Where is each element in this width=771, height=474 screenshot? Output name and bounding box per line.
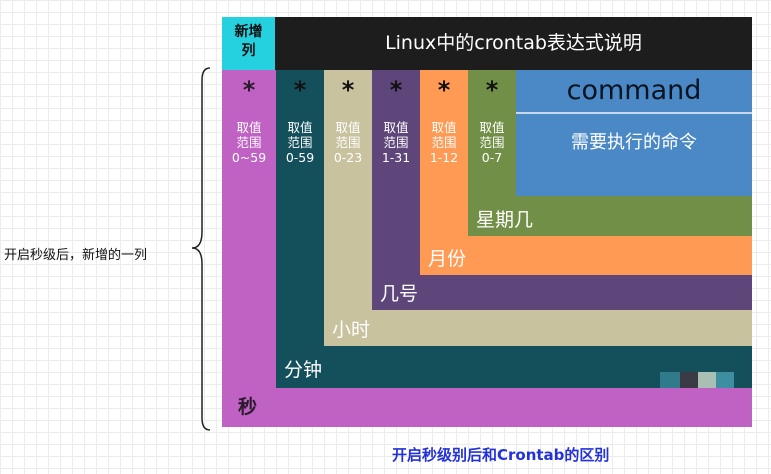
months-label: 月份 [428,248,467,270]
hours-star: * [341,76,355,104]
hours-range: 取值 范围 0-23 [333,120,363,165]
minutes-label: 分钟 [284,359,323,381]
minutes-star: * [293,76,307,104]
hours-label: 小时 [332,319,371,341]
weekday-range: 取值 范围 0-7 [479,120,505,165]
color-swatch-strip [660,372,734,388]
annotation-text: 开启秒级后，新增的一列 [4,248,148,263]
seconds-label: 秒 [238,396,258,418]
curly-brace [191,67,211,431]
command-desc: 需要执行的命令 [571,132,697,153]
new-column-header: 新增 列 [222,17,275,70]
days-range: 取值 范围 1-31 [381,120,411,165]
days-label: 几号 [380,283,419,305]
months-range: 取值 范围 1-12 [429,120,459,165]
caption: 开启秒级别后和Crontab的区别 [392,446,610,464]
weekday-star: * [485,76,499,104]
title-bar: Linux中的crontab表达式说明 [275,17,752,70]
minutes-range: 取值 范围 0-59 [285,120,315,165]
days-star: * [389,76,403,104]
weekday-label: 星期几 [476,209,534,231]
swatch [716,372,734,388]
seconds-star: * [242,76,256,104]
months-star: * [437,76,451,104]
swatch [680,372,698,388]
command-block: command 需要执行的命令 [516,70,752,196]
swatch [698,372,716,388]
command-divider [516,112,752,114]
command-title: command [566,75,702,106]
seconds-range: 取值 范围 0~59 [231,120,267,165]
swatch [660,372,680,388]
